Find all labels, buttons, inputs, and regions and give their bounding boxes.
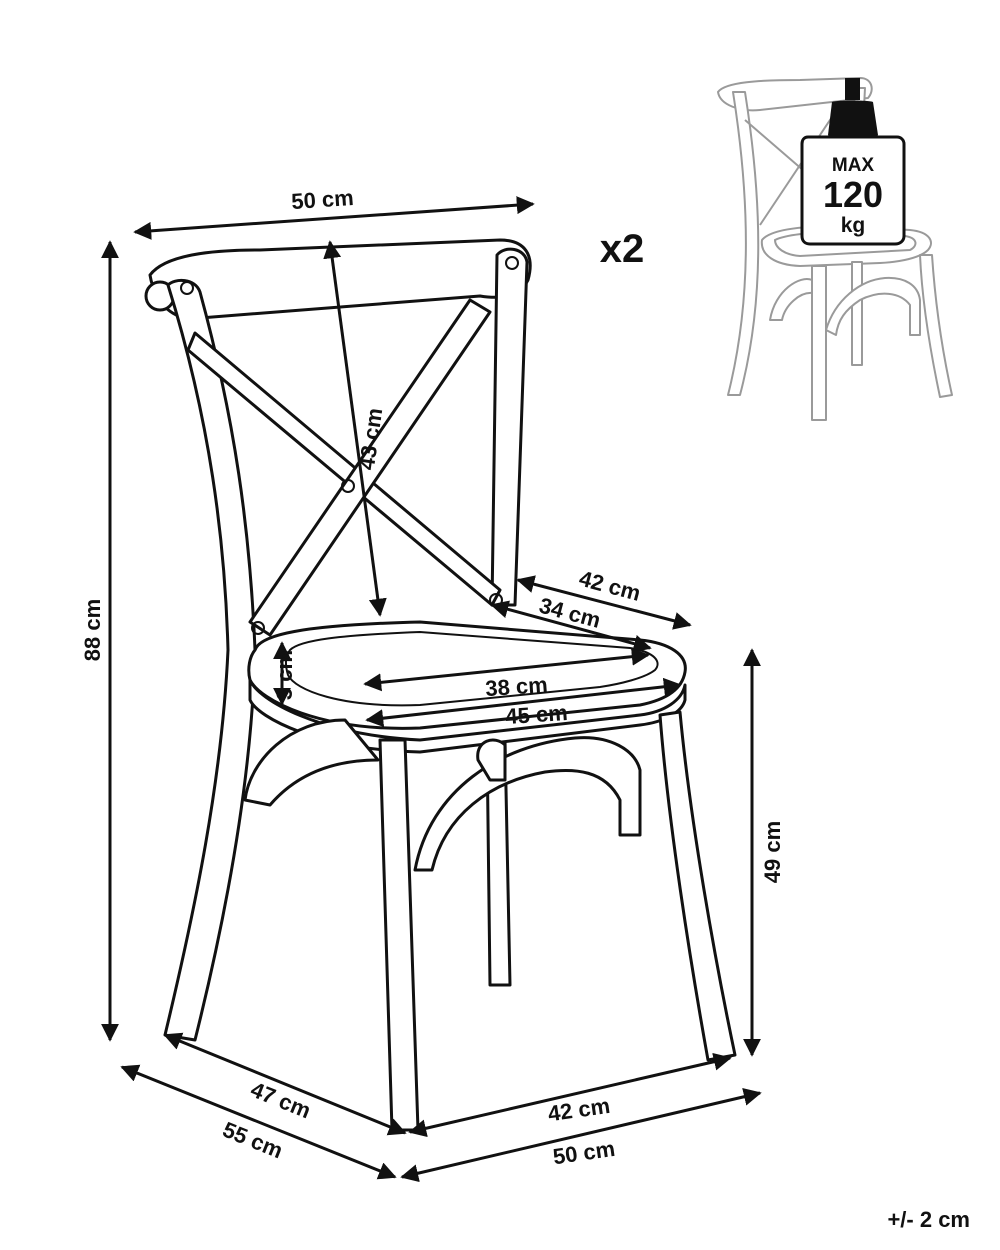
max-load-line1: MAX (832, 155, 875, 176)
label-seat-thickness: 3 cm (272, 650, 297, 700)
label-backrest-width: 50 cm (290, 185, 354, 214)
label-seat-height: 49 cm (760, 821, 785, 883)
label-seat-width-outer: 45 cm (504, 700, 568, 729)
quantity-badge: x2 (600, 227, 645, 271)
max-load-illustration: MAX 120 kg (717, 77, 953, 421)
label-seat-depth-outer: 42 cm (577, 566, 644, 606)
max-load-line3: kg (841, 214, 866, 237)
tolerance-note: +/- 2 cm (887, 1207, 970, 1232)
dimension-lines (101, 196, 762, 1183)
main-chair-drawing (144, 238, 737, 1132)
label-total-height: 88 cm (80, 599, 105, 661)
label-seat-width-inner: 38 cm (484, 672, 548, 701)
max-load-line2: 120 (823, 174, 883, 215)
label-base-depth-outer: 55 cm (219, 1117, 286, 1164)
